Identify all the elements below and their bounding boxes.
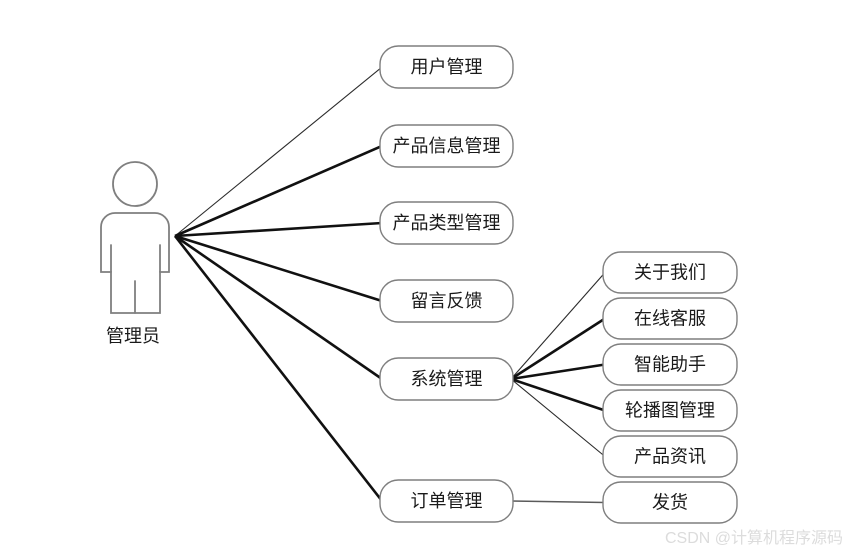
connector-system-to-carousel-management bbox=[510, 377, 606, 412]
usecase-label-product-news: 产品资讯 bbox=[634, 446, 706, 466]
usecase-product-news[interactable]: 产品资讯 bbox=[602, 435, 738, 478]
usecase-box-smart-assistant[interactable] bbox=[602, 343, 738, 386]
usecase-label-system-management: 系统管理 bbox=[411, 369, 483, 389]
usecase-user-management[interactable]: 用户管理 bbox=[379, 45, 514, 89]
connector-actor-to-system-management bbox=[174, 234, 383, 381]
connector-order-to-shipping bbox=[510, 500, 606, 504]
usecase-box-product-info-management[interactable] bbox=[379, 124, 514, 168]
usecase-carousel-management[interactable]: 轮播图管理 bbox=[602, 389, 738, 432]
connector-actor-to-product-type-management bbox=[174, 221, 383, 238]
connector-actor-to-product-info-management bbox=[174, 144, 383, 238]
usecase-box-about-us[interactable] bbox=[602, 251, 738, 294]
usecase-box-user-management[interactable] bbox=[379, 45, 514, 89]
usecase-label-online-service: 在线客服 bbox=[634, 308, 706, 328]
actor-connector-group bbox=[173, 66, 384, 502]
usecase-label-about-us: 关于我们 bbox=[634, 262, 706, 282]
usecase-product-type-management[interactable]: 产品类型管理 bbox=[379, 201, 514, 245]
usecase-about-us[interactable]: 关于我们 bbox=[602, 251, 738, 294]
usecase-label-product-type-management: 产品类型管理 bbox=[393, 213, 501, 233]
usecase-smart-assistant[interactable]: 智能助手 bbox=[602, 343, 738, 386]
usecase-message-feedback[interactable]: 留言反馈 bbox=[379, 279, 514, 323]
connector-actor-to-order-management bbox=[173, 235, 384, 502]
usecase-shipping[interactable]: 发货 bbox=[602, 481, 738, 524]
admin-actor[interactable]: 管理员 bbox=[100, 161, 170, 346]
usecase-box-product-news[interactable] bbox=[602, 435, 738, 478]
usecase-product-info-management[interactable]: 产品信息管理 bbox=[379, 124, 514, 168]
connector-system-to-smart-assistant bbox=[510, 363, 606, 381]
system-management-connector-group bbox=[510, 272, 606, 457]
usecase-box-message-feedback[interactable] bbox=[379, 279, 514, 323]
usecase-order-management[interactable]: 订单管理 bbox=[379, 479, 514, 523]
connector-system-to-about-us bbox=[510, 272, 606, 380]
csdn-watermark: CSDN @计算机程序源码 bbox=[665, 528, 843, 547]
usecase-box-product-type-management[interactable] bbox=[379, 201, 514, 245]
usecase-box-shipping[interactable] bbox=[602, 481, 738, 524]
usecase-label-shipping: 发货 bbox=[652, 492, 688, 512]
usecase-label-order-management: 订单管理 bbox=[411, 491, 483, 511]
connector-system-to-product-news bbox=[510, 378, 606, 457]
usecase-box-online-service[interactable] bbox=[602, 297, 738, 340]
person-stick-figure-icon bbox=[100, 161, 170, 314]
usecase-box-carousel-management[interactable] bbox=[602, 389, 738, 432]
connector-actor-to-message-feedback bbox=[174, 234, 383, 303]
usecase-label-carousel-management: 轮播图管理 bbox=[625, 400, 715, 420]
admin-actor-label: 管理员 bbox=[106, 326, 160, 346]
usecase-system-management[interactable]: 系统管理 bbox=[379, 357, 514, 401]
usecase-label-product-info-management: 产品信息管理 bbox=[393, 136, 501, 156]
usecase-label-user-management: 用户管理 bbox=[411, 57, 483, 77]
connector-system-to-online-service bbox=[510, 317, 606, 381]
order-management-connector-group bbox=[510, 500, 606, 504]
usecase-online-service[interactable]: 在线客服 bbox=[602, 297, 738, 340]
usecase-label-smart-assistant: 智能助手 bbox=[634, 354, 706, 374]
connector-actor-to-user-management bbox=[174, 66, 383, 237]
usecase-box-system-management[interactable] bbox=[379, 357, 514, 401]
usecase-box-order-management[interactable] bbox=[379, 479, 514, 523]
usecase-label-message-feedback: 留言反馈 bbox=[411, 291, 483, 311]
